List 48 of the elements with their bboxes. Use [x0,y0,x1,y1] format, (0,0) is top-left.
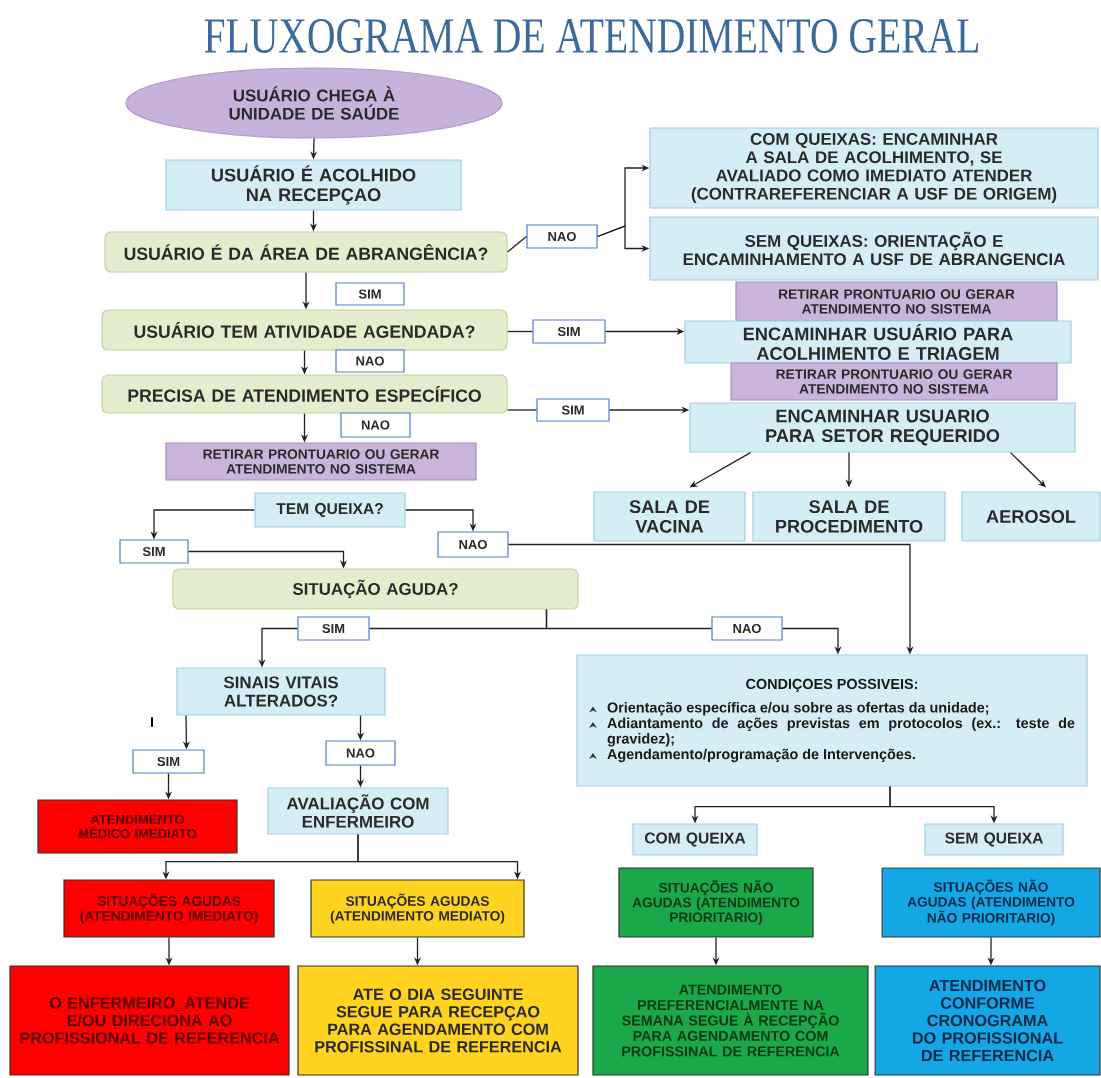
connector-line [506,235,528,253]
process-box: RETIRAR PRONTUARIO OU GERAR ATENDIMENTO NO SISTEMA [730,362,1058,401]
process-box: SITUAÇÕES AGUDAS (ATENDIMENTO IMEDIATO) [63,879,275,938]
connector-line [506,409,538,411]
answer-box: NAO [711,616,783,641]
process-box: RETIRAR PRONTUARIO OU GERAR ATENDIMENTO NO SISTEMA [165,442,477,481]
connector-line [545,608,713,630]
mark-label: I [151,717,153,727]
answer-box: SIM [132,749,205,774]
process-box: ENCAMINHAR USUÁRIO PARA ACOLHIMENTO E TRIAGEM [684,320,1072,364]
process-box: ATE O DIA SEGUINTE SEGUE PARA RECEPÇAO PARA AGENDAMENTO COM PROFISSINAL DE REFERENCIA [297,965,579,1076]
process-box: SALA DE PROCEDIMENTO [752,491,946,542]
process-box: COM QUEIXAS: ENCAMINHAR A SALA DE ACOLHIMENTO, SE AVALIADO COMO IMEDIATO ATENDER (CONTRAREFERENCIAR A USF DE ORIGEM) [649,127,1099,209]
process-box: ENCAMINHAR USUARIO PARA SETOR REQUERIDO [689,402,1076,453]
process-box: ATENDIMENTO PREFERENCIALMENTE NA SEMANA SEGUE À RECEPÇÃO PARA AGENDAMENTO COM PROFISSINAL DE REFERENCIA [592,965,869,1076]
process-box: COM QUEIXA [632,823,758,856]
title: FLUXOGRAMA DE ATENDIMENTO GERAL [204,19,978,53]
answer-box: SIM [536,398,610,422]
answer-box: SIM [119,539,189,564]
process-box: O ENFERMEIRO_ATENDE E/OU DIRECIONA AO PROFISSIONAL DE REFERENCIA [9,965,290,1076]
process-box: SITUAÇÕES NÃO AGUDAS (ATENDIMENTO NÃO PRIORITARIO) [881,867,1101,938]
process-box: TEM QUEIXA? [254,492,406,528]
process-box: CONDIÇOES POSSIVEIS: Orientação específica e/ou sobre as ofertas da unidade; Adiantamento de ações previstas em protocolos (ex.: teste de gravidez); Agendamento/programação de Intervenções. [576,654,1088,787]
process-box: SEM QUEIXAS: ORIENTAÇÃO E ENCAMINHAMENTO A USF DE ABRANGENCIA [649,216,1099,281]
process-box: RETIRAR PRONTUARIO OU GERAR ATENDIMENTO NO SISTEMA [735,281,1058,322]
process-box: SALA DE VACINA [593,491,746,542]
process-box: SITUAÇÕES NÃO AGUDAS (ATENDIMENTO PRIORITARIO) [618,867,814,938]
decision-box: USUÁRIO É DA ÁREA DE ABRANGÊNCIA? [104,231,508,273]
answer-box: NAO [340,412,411,438]
process-box: SEM QUEIXA [924,823,1064,856]
answer-box: NAO [325,740,396,766]
process-box: AEROSOL [961,491,1101,542]
process-box: SINAIS VITAIS ALTERADOS? [176,667,386,716]
answer-box: NAO [526,224,598,249]
process-box: ATENDIMENTO CONFORME CRONOGRAMA DO PROFISSIONAL DE REFERENCIA [874,965,1101,1076]
answer-box: SIM [297,616,370,641]
decision-box: SITUAÇÃO AGUDA? [172,568,579,610]
answer-box: SIM [335,282,405,306]
connector-line [506,330,534,333]
answer-box: NAO [335,349,405,373]
process-box: SITUAÇÕES AGUDAS (ATENDIMENTO MEDIATO) [310,879,525,938]
process-box: ATENDIMENTO MÉDICO IMEDIATO [37,799,238,854]
decision-box: USUÁRIO TEM ATIVIDADE AGENDADA? [101,309,508,351]
answer-box: SIM [532,319,606,344]
answer-box: NAO [437,531,509,558]
process-box: AVALIAÇÃO COM ENFERMEIRO [267,787,449,835]
process-box: USUÁRIO É ACOLHIDO NA RECEPÇAO [165,159,462,211]
decision-box: PRECISA DE ATENDIMENTO ESPECÍFICO [101,374,508,414]
